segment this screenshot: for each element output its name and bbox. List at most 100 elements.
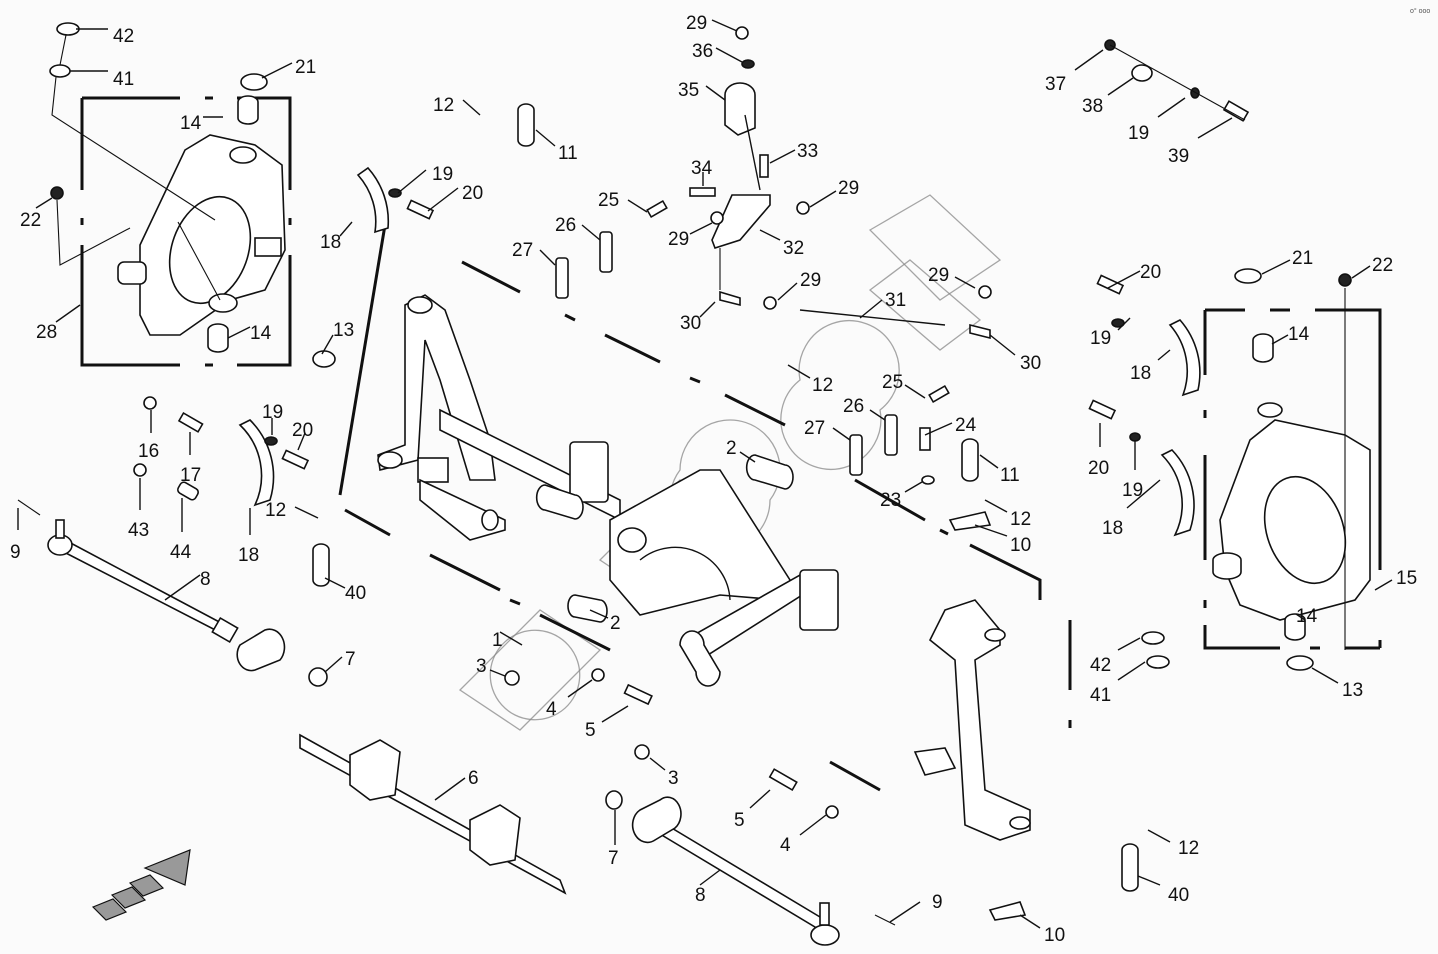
o-ring-42 (56, 22, 80, 36)
link-rod-31 (799, 309, 946, 326)
callout-12: 12 (787, 364, 833, 396)
callout-number: 14 (180, 113, 202, 134)
callout-number: 12 (265, 500, 286, 521)
segment-18d (1160, 449, 1195, 537)
callout-leader-line (297, 432, 306, 451)
nut-22b (1338, 273, 1352, 287)
callout-number: 1 (492, 630, 503, 651)
bushing-14d (1284, 613, 1306, 641)
callout-16: 16 (138, 410, 159, 462)
center-axle-assembly (47, 294, 1031, 946)
callout-leader-line (1074, 49, 1104, 71)
callout-20: 20 (427, 183, 483, 212)
ball-joint-30b (969, 323, 991, 340)
callout-number: 40 (345, 583, 366, 604)
callout-number: 7 (608, 848, 619, 869)
callout-number: 5 (585, 720, 596, 741)
callout-7: 7 (608, 810, 619, 869)
callout-leader-line (809, 190, 837, 208)
callout-number: 20 (1088, 458, 1109, 479)
callout-number: 8 (695, 885, 706, 906)
callout-number: 9 (10, 542, 21, 563)
callout-number: 10 (1010, 535, 1031, 556)
callout-1: 1 (492, 630, 523, 651)
callout-leader-line (689, 222, 713, 235)
callout-leader-line (324, 656, 343, 673)
callout-10: 10 (1019, 914, 1065, 946)
callout-leader-line (321, 334, 334, 355)
front-direction-arrow (91, 849, 191, 921)
callout-number: 21 (295, 57, 316, 78)
callout-number: 38 (1082, 96, 1103, 117)
callout-9: 9 (889, 892, 943, 923)
callout-leader-line (1117, 317, 1131, 331)
callout-19: 19 (397, 164, 453, 194)
callout-42: 42 (1090, 637, 1141, 676)
callout-5: 5 (734, 789, 771, 831)
callout-23: 23 (880, 481, 923, 511)
callout-44: 44 (170, 498, 192, 563)
callout-number: 27 (512, 240, 533, 261)
callout-29: 29 (686, 13, 738, 34)
callout-number: 22 (1372, 255, 1393, 276)
callout-11: 11 (535, 129, 578, 164)
right-steering-arm (928, 599, 1031, 841)
callout-13: 13 (1311, 667, 1363, 701)
callout-number: 5 (734, 810, 745, 831)
callout-27: 27 (804, 418, 851, 441)
callout-leader-line (649, 757, 666, 771)
callout-number: 22 (20, 210, 41, 231)
callout-14: 14 (1295, 606, 1318, 627)
left-hub-lug (254, 237, 282, 257)
callout-24: 24 (924, 415, 977, 436)
callout-34: 34 (691, 158, 713, 186)
callout-number: 4 (780, 835, 791, 856)
callout-27: 27 (512, 240, 556, 266)
callout-leader-line (749, 789, 771, 809)
callout-21: 21 (1261, 248, 1313, 275)
callout-leader-line (869, 409, 886, 421)
callout-number: 40 (1168, 885, 1189, 906)
corner-code: o° ooo (1410, 7, 1430, 15)
callout-leader-line (979, 454, 999, 469)
washer-13b (1286, 655, 1314, 671)
callout-leader-line (1157, 349, 1171, 361)
callout-leader-line (1107, 270, 1141, 289)
callout-leader-line (759, 229, 781, 241)
callout-5: 5 (585, 705, 629, 741)
callout-number: 14 (1296, 606, 1318, 627)
callout-leader-line (499, 631, 523, 646)
link-plate-26a (599, 231, 613, 273)
callout-leader-line (55, 304, 81, 323)
callout-number: 3 (476, 656, 487, 677)
callout-number: 25 (882, 372, 903, 393)
bolt-24 (919, 427, 931, 451)
callout-19: 19 (1090, 317, 1131, 349)
callout-number: 20 (1140, 262, 1161, 283)
callout-number: 19 (1090, 328, 1111, 349)
callout-number: 24 (955, 415, 977, 436)
callout-number: 34 (691, 158, 713, 179)
callout-leader-line (1147, 829, 1171, 843)
callout-leader-line (954, 276, 976, 289)
callout-leader-line (294, 506, 319, 519)
bushing-14-lower (207, 323, 229, 353)
callout-leader-line (1374, 579, 1393, 591)
callout-leader-line (974, 524, 1008, 537)
callout-2: 2 (589, 609, 621, 634)
bushing-2b (745, 454, 794, 490)
callout-39: 39 (1168, 117, 1233, 167)
callout-leader-line (904, 384, 926, 399)
callout-number: 43 (128, 520, 149, 541)
callout-32: 32 (759, 229, 804, 259)
callout-number: 13 (1342, 680, 1363, 701)
ball-joint-30a (719, 290, 741, 307)
callout-number: 4 (546, 699, 557, 720)
callout-leader-line (489, 669, 506, 677)
callout-20: 20 (1088, 423, 1109, 479)
callout-number: 18 (320, 232, 341, 253)
left-steering-hub-group (80, 96, 292, 367)
callout-leader-line (739, 451, 756, 463)
callout-leader-line (462, 99, 481, 116)
callout-12: 12 (265, 500, 319, 521)
